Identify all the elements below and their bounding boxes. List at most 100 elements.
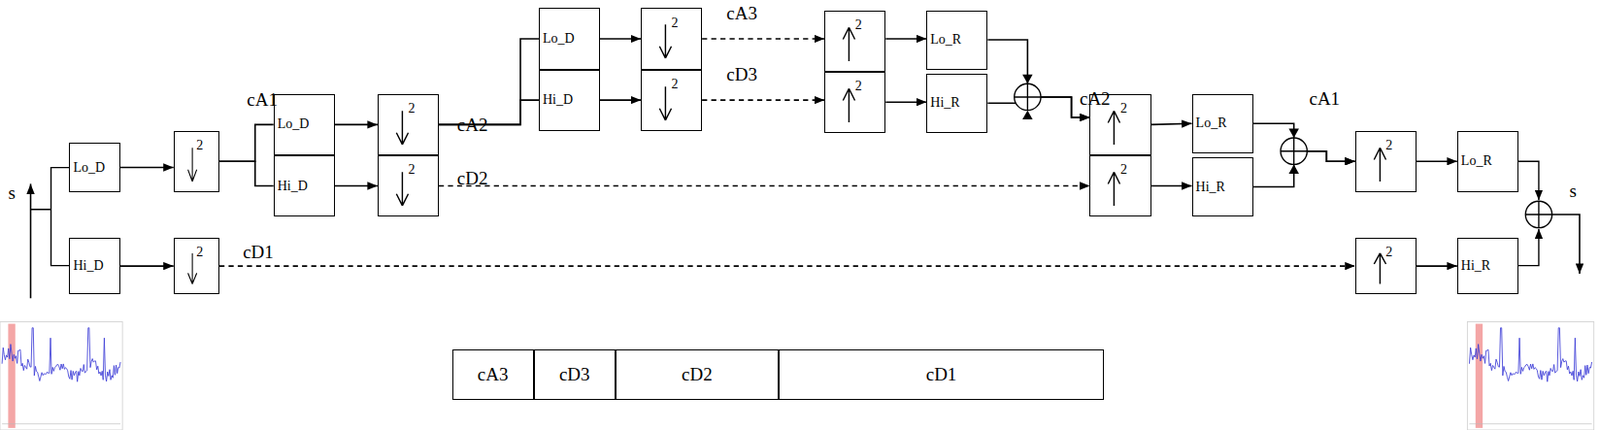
downsample-box: 2	[640, 69, 702, 132]
signal-wire	[438, 100, 539, 125]
filter-name: Hi_D	[277, 178, 308, 195]
signal-wire	[600, 99, 641, 101]
coefficient-label: cA3	[726, 3, 758, 23]
coefficient-label: cD1	[242, 242, 274, 262]
signal-wire	[219, 124, 274, 162]
downsample-box: 2	[173, 131, 220, 193]
sum-input-wire	[1518, 229, 1539, 267]
sum-junction	[1525, 200, 1552, 228]
filter-box: Hi_D	[68, 237, 121, 295]
rate-factor: 2	[407, 163, 415, 177]
signal-wire	[1253, 151, 1356, 188]
coefficient-path	[219, 265, 1356, 267]
signal-wire	[1151, 123, 1193, 125]
filter-name: Lo_R	[1461, 153, 1493, 169]
upsample-box: 2	[1089, 155, 1151, 217]
cell-label: cD3	[559, 364, 591, 386]
input-branch-wire	[31, 167, 70, 267]
filter-box: Hi_D	[538, 69, 600, 132]
upsample-box: 2	[1355, 131, 1417, 193]
filter-box: Hi_R	[1457, 237, 1519, 295]
coefficient-cell: cD1	[778, 349, 1104, 401]
rate-factor: 2	[855, 79, 863, 94]
sum-junction	[1014, 74, 1041, 120]
upsample-box: 2	[824, 71, 886, 134]
upsample-box: 2	[1355, 237, 1417, 295]
filter-name: Lo_R	[930, 32, 962, 48]
coefficient-path	[701, 99, 825, 101]
signal-wire	[1416, 265, 1458, 267]
sum-input-wire	[1518, 161, 1539, 200]
signal-wire	[1416, 160, 1458, 163]
coefficient-cell: cD3	[533, 349, 616, 401]
signal-wire	[120, 265, 174, 267]
filter-name: Hi_D	[542, 92, 573, 108]
signal-wire	[334, 124, 378, 127]
coefficient-label: cD3	[726, 65, 758, 84]
signal-wire	[219, 161, 274, 186]
cell-label: cD1	[926, 364, 958, 386]
rate-factor: 2	[671, 16, 679, 31]
downsample-box: 2	[640, 7, 702, 69]
filter-box: Lo_R	[926, 10, 988, 70]
rate-factor: 2	[1120, 101, 1128, 116]
downsample-box: 2	[377, 155, 439, 217]
filter-box: Lo_R	[1457, 131, 1519, 193]
filter-name: Hi_R	[1461, 258, 1491, 274]
coefficient-path	[438, 185, 1091, 188]
coefficient-label: cD2	[457, 168, 489, 188]
signal-label: cA1	[246, 90, 278, 109]
filter-box: Lo_D	[538, 7, 600, 69]
signal-wire	[885, 100, 927, 103]
rate-factor: 2	[1385, 245, 1393, 260]
signal-wire	[987, 97, 1090, 118]
upsample-box: 2	[824, 10, 886, 72]
signal-wire	[600, 37, 641, 40]
signal-label: cA2	[1079, 89, 1111, 108]
rate-factor: 2	[1385, 138, 1393, 153]
signal-wire	[987, 39, 1090, 118]
signal-plot	[1466, 321, 1594, 430]
signal-wire	[334, 185, 378, 188]
rate-factor: 2	[671, 77, 679, 92]
coefficient-path	[701, 37, 825, 40]
filter-name: Lo_D	[277, 116, 310, 133]
filter-box: Hi_R	[926, 73, 988, 134]
rate-factor: 2	[407, 101, 415, 116]
signal-wire	[1151, 185, 1193, 188]
downsample-box: 2	[377, 94, 439, 156]
rate-factor: 2	[196, 138, 203, 153]
signal-wire	[1253, 123, 1356, 162]
filter-name: Lo_D	[542, 31, 575, 47]
filter-name: Hi_D	[72, 258, 103, 274]
signal-label: s	[1568, 181, 1576, 200]
signal-label: cA1	[1308, 89, 1340, 108]
coefficient-cell: cD2	[615, 349, 779, 401]
filter-name: Lo_R	[1196, 115, 1228, 132]
input-arrow	[30, 183, 33, 299]
filter-box: Lo_D	[273, 94, 335, 156]
downsample-box: 2	[173, 237, 220, 295]
signal-label: s	[7, 183, 15, 202]
cell-label: cA3	[477, 364, 509, 386]
filter-box: Lo_D	[68, 142, 121, 193]
cell-label: cD2	[681, 364, 713, 386]
filter-box: Lo_R	[1192, 94, 1254, 154]
filter-box: Hi_R	[1192, 157, 1254, 217]
filter-box: Hi_D	[273, 155, 335, 217]
signal-thumbnails	[0, 321, 1595, 430]
rate-factor: 2	[855, 18, 863, 33]
filter-name: Hi_R	[1196, 179, 1226, 196]
sum-junction	[1280, 129, 1307, 174]
signal-label: cA2	[457, 115, 489, 134]
rate-factor: 2	[1120, 163, 1128, 177]
signal-wire	[885, 37, 927, 40]
filter-name: Lo_D	[72, 160, 105, 176]
output-arrow	[1552, 214, 1580, 274]
signal-wire	[120, 166, 174, 169]
rate-factor: 2	[196, 245, 203, 260]
signal-plot	[0, 321, 123, 430]
